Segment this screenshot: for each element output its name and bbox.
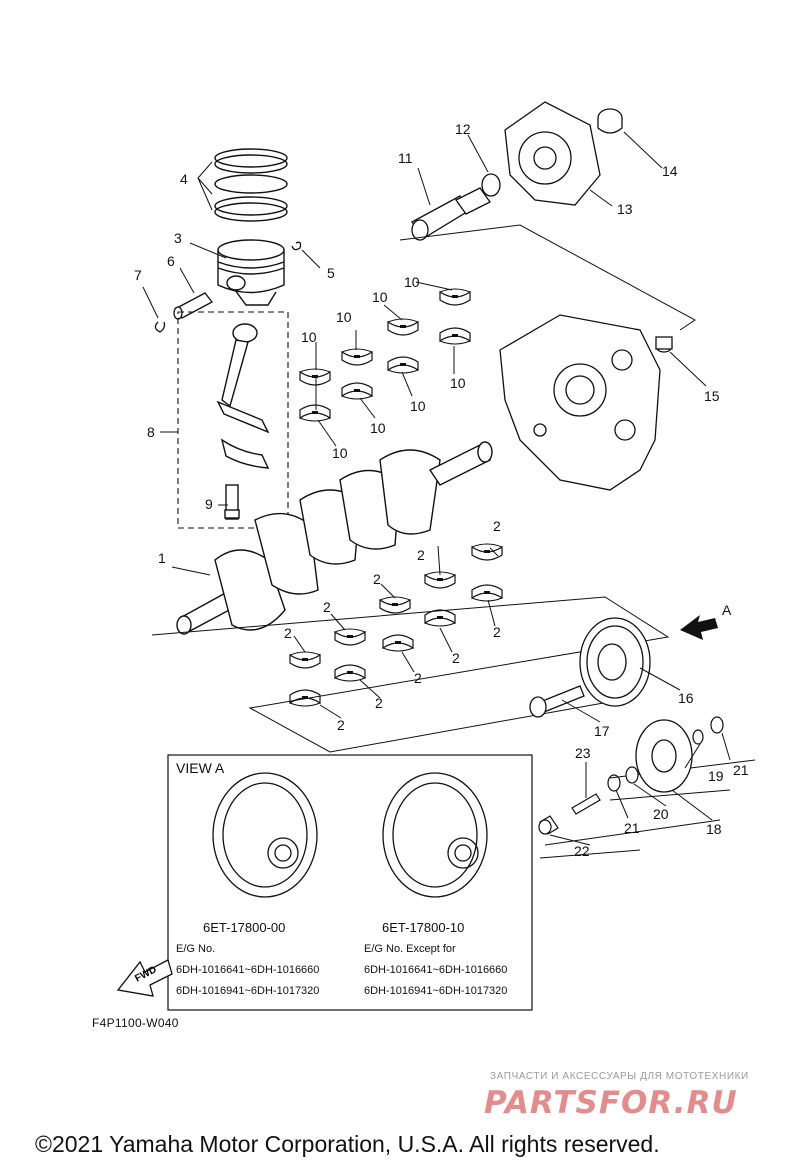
callout-21-left: 21 [624,820,640,836]
callout-2: 2 [284,625,292,641]
callout-5: 5 [327,265,335,281]
copyright-notice: ©2021 Yamaha Motor Corporation, U.S.A. A… [35,1131,660,1157]
washer-12 [481,173,501,197]
shaft-11 [411,187,491,241]
callout-10: 10 [370,420,386,436]
callout-10: 10 [332,445,348,461]
view-a-gear-left [212,772,318,898]
callout-10: 10 [410,398,426,414]
pin-23 [571,793,601,815]
connecting-rod [216,323,270,520]
flywheel-gear-16 [579,617,651,707]
callout-2: 2 [414,670,422,686]
callout-2: 2 [493,518,501,534]
callout-17: 17 [594,723,610,739]
callout-19: 19 [708,768,724,784]
circlip-21-right [710,716,724,734]
callout-6: 6 [167,253,175,269]
view-a-right-eg-line2: 6DH-1016641~6DH-1016660 [364,964,508,976]
callout-2: 2 [375,695,383,711]
fwd-arrow-icon: FWD [116,959,173,997]
callout-4: 4 [180,171,188,187]
main-bearings-10 [299,288,471,422]
view-a-left-eg-line3: 6DH-1016941~6DH-1017320 [176,985,320,997]
callout-8: 8 [147,424,155,440]
callout-12: 12 [455,121,471,137]
bushing-22 [538,815,559,835]
view-a-gear-right [382,772,488,898]
view-a-left-eg-line2: 6DH-1016641~6DH-1016660 [176,964,320,976]
piston-rings [197,148,288,222]
view-a-right-eg-line3: 6DH-1016941~6DH-1017320 [364,985,508,997]
callout-18: 18 [706,821,722,837]
piston-clip-left [154,321,166,333]
conrod-group-box [177,311,289,529]
callout-2: 2 [373,571,381,587]
bolt-17 [529,685,585,718]
conrod-bearings-2 [289,543,503,707]
callout-2: 2 [417,547,425,563]
callout-1: 1 [158,550,166,566]
view-a-right-part-number: 6ET-17800-10 [382,920,465,935]
callout-2: 2 [337,717,345,733]
callout-10: 10 [404,274,420,290]
callout-2: 2 [323,599,331,615]
view-a-right-eg-line1: E/G No. Except for [364,943,456,955]
callout-7: 7 [134,267,142,283]
gear-18 [635,719,693,793]
watermark-caption: ЗАПЧАСТИ И АКСЕССУАРЫ ДЛЯ МОТОТЕХНИКИ [490,1071,749,1082]
view-a-left-part-number: 6ET-17800-00 [203,920,286,935]
piston-clip-right [291,241,302,251]
washer-20 [625,766,639,784]
circlip-21-left [607,774,621,792]
oil-seal-15 [655,336,673,353]
plug-14 [597,108,623,134]
watermark-logo: PARTSFOR.RU [484,1085,738,1121]
callout-20: 20 [653,806,669,822]
callout-13: 13 [617,201,633,217]
callout-22: 22 [574,843,590,859]
crankshaft [176,441,493,635]
callout-2: 2 [493,624,501,640]
view-a-title: VIEW A [176,760,225,776]
callout-15: 15 [704,388,720,404]
callout-3: 3 [174,230,182,246]
callout-23: 23 [575,745,591,761]
crankcase-cover [499,314,661,491]
callout-10: 10 [336,309,352,325]
callout-21-right: 21 [733,762,749,778]
washer-19 [692,729,704,745]
piston-pin [173,292,213,320]
drawing-code: F4P1100-W040 [92,1016,179,1030]
view-a-left-eg-line1: E/G No. [176,943,216,955]
callout-a: A [722,602,732,618]
callout-numbers: 1 3 4 5 6 7 8 9 11 12 13 14 15 16 17 18 … [134,121,749,859]
view-a-arrow-icon [680,615,718,640]
leader-lines [142,131,731,846]
callout-14: 14 [662,163,678,179]
callout-9: 9 [205,496,213,512]
callout-10: 10 [372,289,388,305]
callout-16: 16 [678,690,694,706]
coupling-13 [504,101,601,206]
callout-10: 10 [450,375,466,391]
view-a-box [167,754,533,1011]
callout-11: 11 [398,150,413,166]
piston [217,239,285,306]
callout-2: 2 [452,650,460,666]
callout-10: 10 [301,329,317,345]
